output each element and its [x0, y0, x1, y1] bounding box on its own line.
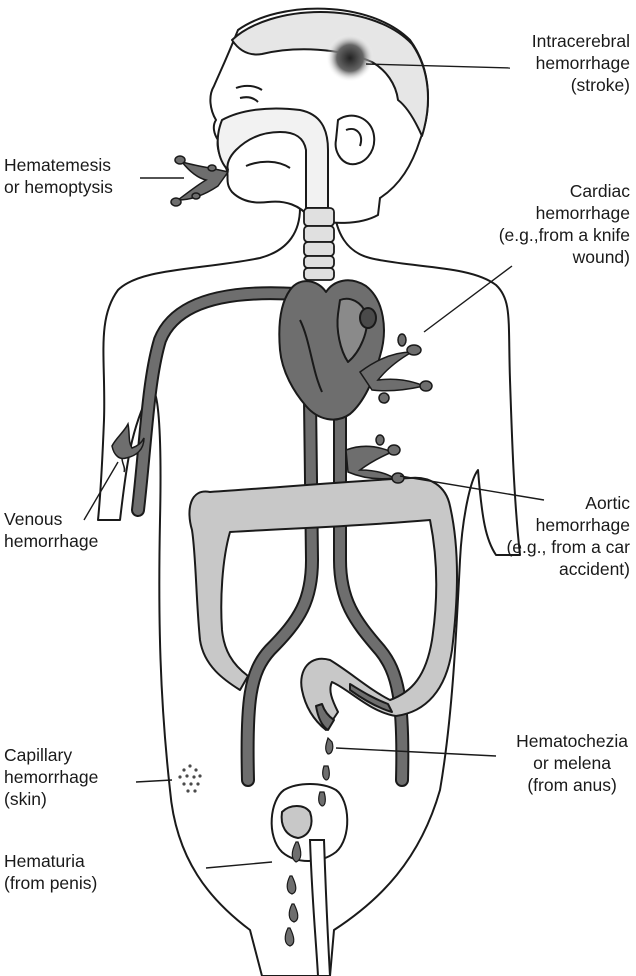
leader-hematuria [205, 861, 273, 869]
mouth-splash [170, 155, 230, 207]
label-hematuria: Hematuria (from penis) [4, 851, 98, 893]
venous-splash [111, 421, 145, 473]
label-hematemesis: Hematemesis or hemoptysis [4, 155, 113, 197]
label-aortic-hemorrhage: Aortic hemorrhage (e.g., from a car acci… [506, 493, 630, 579]
leader-capillary [135, 779, 173, 783]
aortic-splash [345, 434, 405, 484]
colon [188, 476, 458, 731]
leader-hematochezia [335, 747, 497, 757]
heart [278, 279, 385, 421]
capillary-dots [178, 764, 202, 793]
genitals [270, 783, 349, 976]
label-intracerebral-hemorrhage: Intracerebral hemorrhage (stroke) [531, 31, 630, 95]
intracerebral-hemorrhage-spot [326, 34, 374, 82]
label-hematochezia: Hematochezia or melena (from anus) [516, 731, 628, 795]
leader-cardiac [423, 265, 513, 333]
leader-intracerebral [365, 63, 511, 69]
anus-drops [318, 736, 334, 807]
leader-lines [83, 63, 545, 869]
head [209, 7, 429, 224]
trachea [303, 207, 335, 281]
cardiac-splash [358, 333, 433, 404]
label-venous-hemorrhage: Venous hemorrhage [4, 509, 99, 551]
leader-venous [83, 461, 119, 521]
penis-drops [284, 841, 302, 947]
label-cardiac-hemorrhage: Cardiac hemorrhage (e.g.,from a knife wo… [498, 181, 630, 267]
leader-aortic [399, 475, 545, 501]
blood-vessels-fill [133, 288, 408, 785]
label-capillary-hemorrhage: Capillary hemorrhage (skin) [4, 745, 99, 809]
